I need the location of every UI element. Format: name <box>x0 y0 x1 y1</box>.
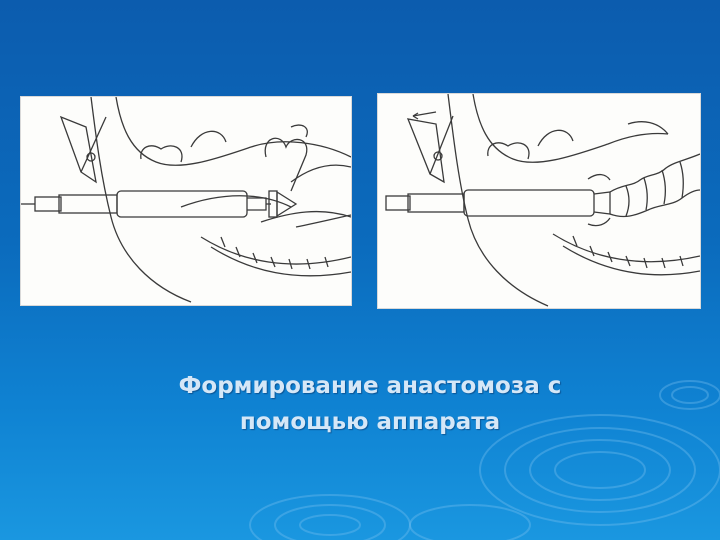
slide-caption: Формирование анастомоза с помощью аппара… <box>100 368 640 440</box>
anastomosis-step-2-illustration <box>377 93 701 309</box>
caption-line-1: Формирование анастомоза с <box>178 373 562 399</box>
anastomosis-step-1-illustration <box>20 96 352 306</box>
surgical-stapler-drawing-2 <box>385 94 700 307</box>
surgical-stapler-drawing-1 <box>21 97 351 303</box>
caption-line-2: помощью аппарата <box>239 409 501 435</box>
